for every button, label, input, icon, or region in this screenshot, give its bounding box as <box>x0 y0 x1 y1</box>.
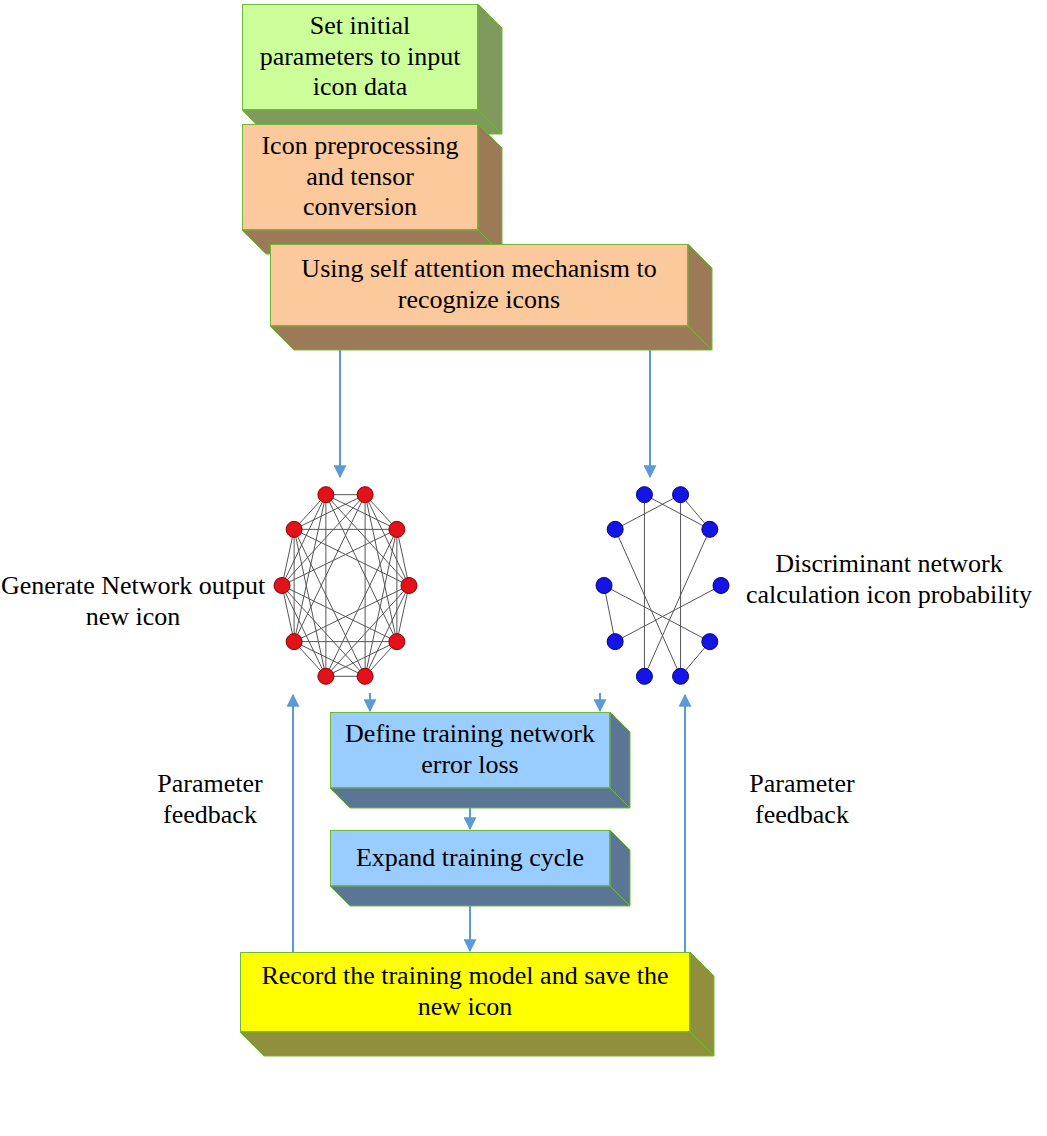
graph-vertex <box>702 521 718 537</box>
generator-network: Generate Network output new icon <box>0 478 425 693</box>
graph-link <box>294 495 365 642</box>
graph-vertex <box>389 521 405 537</box>
box-side <box>610 712 630 808</box>
graph-vertex <box>401 578 417 594</box>
flow-arrow <box>469 808 471 829</box>
graph-vertex <box>357 668 373 684</box>
box-label: Expand training cycle <box>356 843 584 874</box>
process-box: Define training network error loss <box>330 712 610 788</box>
graph-vertex <box>673 487 689 503</box>
graph-vertex <box>673 668 689 684</box>
graph-vertex <box>318 668 334 684</box>
graph-link <box>282 586 294 642</box>
graph-vertex <box>389 634 405 650</box>
graph-link <box>365 495 409 586</box>
box-side <box>478 124 502 254</box>
box-label: Icon preprocessing and tensor conversion <box>253 131 467 223</box>
network-label: Generate Network output new icon <box>0 570 266 632</box>
graph-link <box>282 529 294 585</box>
flow-arrow <box>599 693 601 711</box>
graph-vertex <box>607 634 623 650</box>
box-bottom <box>330 886 630 906</box>
discriminator-network: Discriminant network calculation icon pr… <box>590 478 1047 693</box>
flow-arrow <box>649 350 651 477</box>
graph-link <box>644 529 709 676</box>
graph-link <box>365 495 366 677</box>
graph-link <box>282 529 397 585</box>
graph-link <box>326 495 397 642</box>
graph-link <box>397 586 409 642</box>
network-graph <box>268 478 423 693</box>
flow-arrow <box>292 695 294 952</box>
box-bottom <box>330 788 630 808</box>
graph-link <box>365 586 409 677</box>
box-side <box>478 4 502 134</box>
graph-vertex <box>636 668 652 684</box>
graph-vertex <box>318 487 334 503</box>
process-box: Using self attention mechanism to recogn… <box>270 244 688 326</box>
box-side <box>610 830 630 906</box>
graph-vertex <box>357 487 373 503</box>
process-box: Icon preprocessing and tensor conversion <box>242 124 478 230</box>
graph-vertex <box>274 578 290 594</box>
box-label: Set initial parameters to input icon dat… <box>253 11 467 103</box>
graph-link <box>294 529 295 641</box>
graph-vertex <box>596 578 612 594</box>
box-label: Define training network error loss <box>341 719 599 780</box>
box-side <box>690 952 714 1056</box>
feedback-label: Parameter feedback <box>130 768 290 830</box>
graph-link <box>282 586 397 642</box>
graph-link <box>680 495 681 677</box>
graph-link <box>294 529 409 585</box>
box-side <box>688 244 712 350</box>
graph-link <box>294 586 409 642</box>
flow-arrow <box>469 906 471 951</box>
flow-arrow <box>684 695 686 952</box>
graph-vertex <box>702 634 718 650</box>
graph-link <box>615 586 721 642</box>
graph-vertex <box>713 578 729 594</box>
box-label: Using self attention mechanism to recogn… <box>281 254 677 315</box>
flow-arrow <box>339 350 341 477</box>
graph-vertex <box>286 521 302 537</box>
terminal-box: Record the training model and save the n… <box>240 952 690 1032</box>
graph-link <box>615 529 680 676</box>
box-bottom <box>240 1032 714 1056</box>
graph-link <box>326 495 409 586</box>
graph-link <box>294 529 365 676</box>
graph-link <box>294 495 326 642</box>
graph-link <box>397 529 409 585</box>
graph-link <box>604 586 615 642</box>
network-label: Discriminant network calculation icon pr… <box>736 548 1042 610</box>
graph-link <box>396 529 397 641</box>
feedback-label: Parameter feedback <box>722 768 882 830</box>
graph-link <box>604 586 710 642</box>
start-box: Set initial parameters to input icon dat… <box>242 4 478 110</box>
graph-link <box>282 586 326 677</box>
box-bottom <box>270 326 712 350</box>
graph-link <box>325 495 326 677</box>
graph-link <box>326 529 397 676</box>
box-label: Record the training model and save the n… <box>251 961 679 1022</box>
graph-vertex <box>286 634 302 650</box>
network-graph <box>590 478 735 693</box>
graph-vertex <box>636 487 652 503</box>
process-box: Expand training cycle <box>330 830 610 886</box>
graph-link <box>282 495 326 586</box>
graph-link <box>644 495 645 677</box>
graph-vertex <box>607 521 623 537</box>
flow-arrow <box>369 693 371 711</box>
